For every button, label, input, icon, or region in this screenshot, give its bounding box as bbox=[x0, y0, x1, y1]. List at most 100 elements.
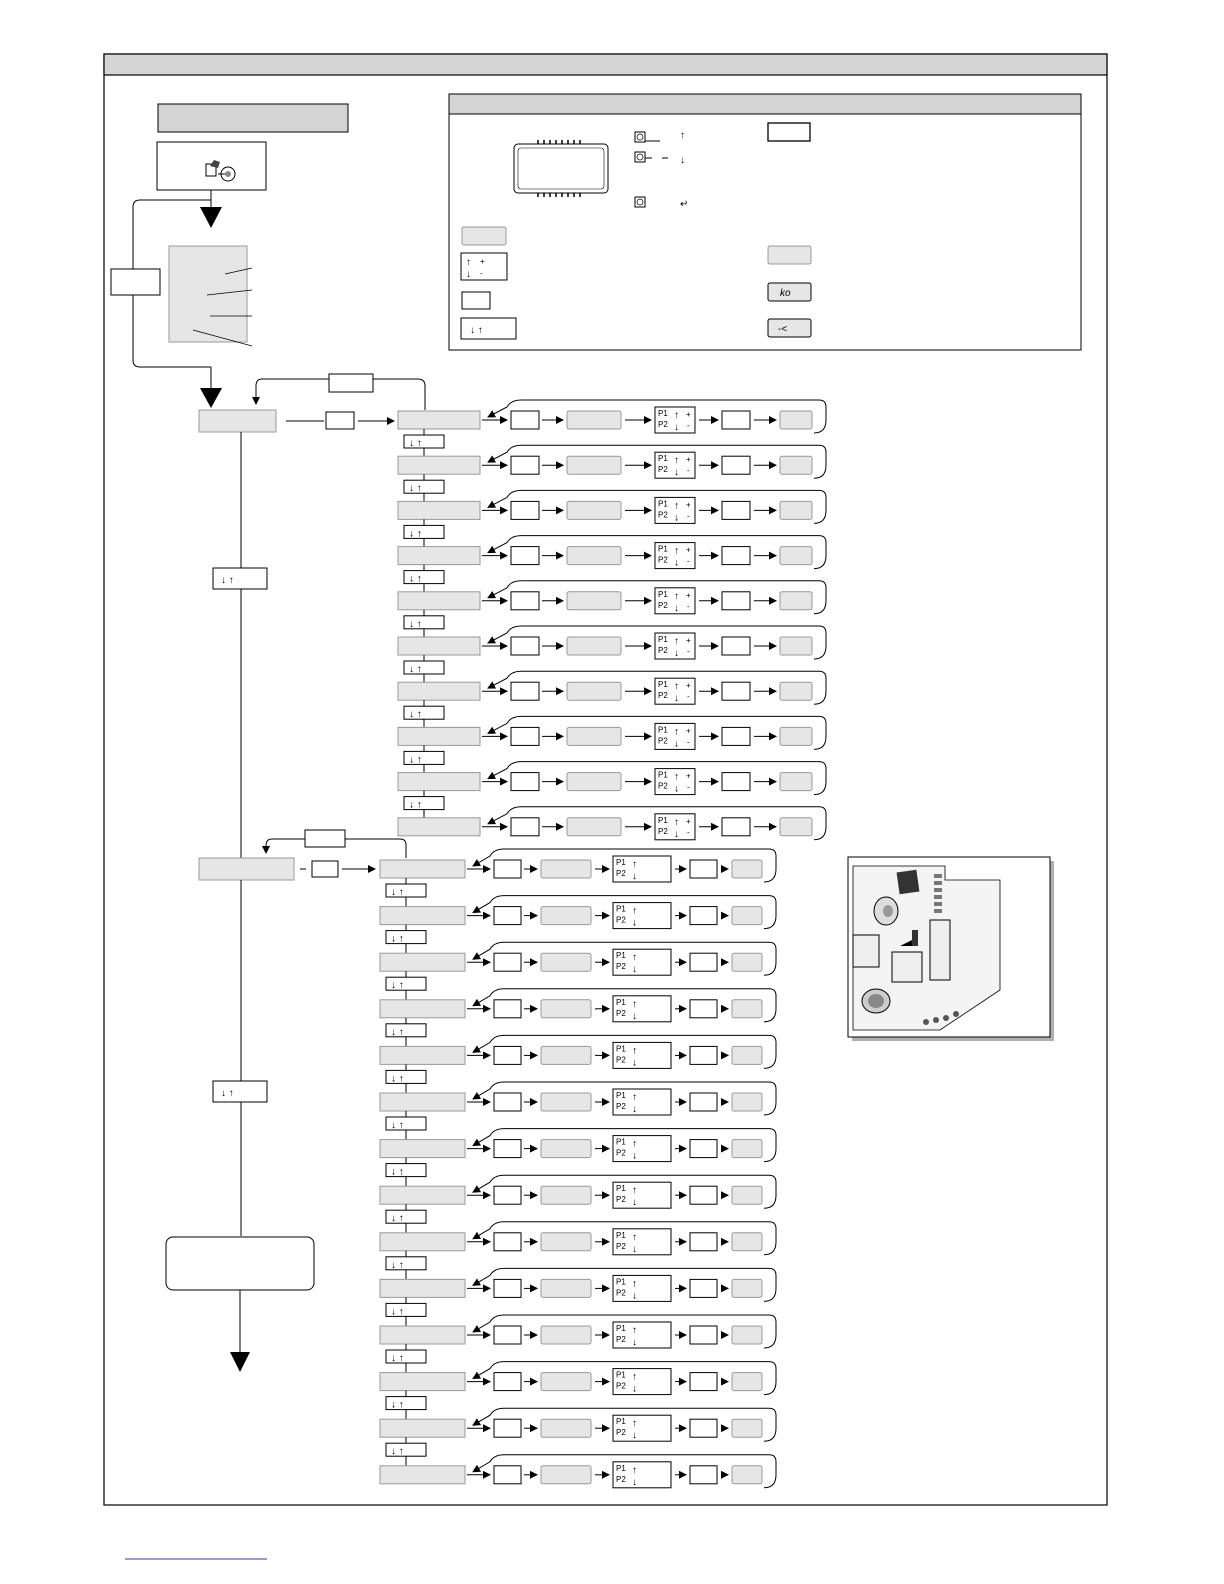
nav-arrows-box bbox=[385, 1163, 427, 1178]
minus-sign: - bbox=[687, 602, 690, 611]
p1-label: P1 bbox=[616, 1464, 626, 1473]
p1-p2-adjust-box bbox=[654, 768, 696, 796]
value-display-box bbox=[566, 817, 622, 837]
key-box bbox=[510, 726, 540, 746]
loop-return-arrow bbox=[487, 806, 827, 841]
value-display-box bbox=[540, 906, 592, 926]
value-display-box bbox=[566, 636, 622, 656]
nav-arrows-box bbox=[403, 524, 445, 539]
p1-label: P1 bbox=[616, 951, 626, 960]
nav-arrows-label: ↓ ↑ bbox=[391, 1400, 404, 1411]
value-display-box bbox=[540, 999, 592, 1019]
p1-p2-adjust-box bbox=[612, 1181, 672, 1209]
key-box bbox=[493, 1139, 522, 1159]
nav-arrows-box bbox=[385, 1023, 427, 1038]
loop-return-arrow bbox=[472, 1454, 777, 1489]
return-key-icon bbox=[767, 318, 812, 338]
p1-p2-adjust-box bbox=[612, 1368, 672, 1396]
minus-sign: - bbox=[687, 647, 690, 656]
lcd-display-icon bbox=[513, 140, 609, 197]
key-box bbox=[493, 952, 522, 972]
loop-return-arrow bbox=[487, 580, 827, 615]
key-box bbox=[510, 681, 540, 701]
key-box bbox=[510, 772, 540, 792]
up-arrow: ↑ bbox=[632, 999, 637, 1010]
nav-arrows-label: ↓ ↑ bbox=[391, 1073, 404, 1084]
up-arrow: ↑ bbox=[632, 1139, 637, 1150]
nav-arrows-label: ↓ ↑ bbox=[409, 664, 422, 675]
enter-arrow-label: ↵ bbox=[680, 199, 688, 210]
p1-label: P1 bbox=[616, 1091, 626, 1100]
value-display-box bbox=[540, 1185, 592, 1205]
up-arrow: ↑ bbox=[674, 410, 679, 421]
loop-return-arrow bbox=[472, 848, 777, 883]
plus-sign: + bbox=[686, 591, 691, 600]
p1-p2-adjust-box bbox=[612, 1228, 672, 1256]
nav-arrows-label: ↓ ↑ bbox=[391, 1167, 404, 1178]
menu-item-box bbox=[379, 1139, 466, 1159]
value-display-box bbox=[540, 1418, 592, 1438]
down-arrow: ↓ bbox=[632, 1011, 637, 1022]
p1-p2-adjust-box bbox=[612, 1321, 672, 1349]
key-box bbox=[493, 906, 522, 926]
down-arrow: ↓ bbox=[632, 1244, 637, 1255]
plus-sign: + bbox=[686, 546, 691, 555]
menu-item-box bbox=[379, 1092, 466, 1112]
p1-label: P1 bbox=[658, 409, 668, 418]
nav-arrows-box bbox=[385, 930, 427, 945]
key-box bbox=[689, 859, 718, 879]
value-display-box bbox=[540, 952, 592, 972]
up-arrow: ↑ bbox=[674, 772, 679, 783]
p1-label: P1 bbox=[658, 725, 668, 734]
menu-item-box bbox=[379, 1278, 466, 1298]
loop-return-arrow bbox=[472, 1314, 777, 1349]
button-icon bbox=[634, 131, 646, 143]
confirm-key-box bbox=[731, 999, 763, 1019]
nav-arrows-label: ↓ ↑ bbox=[409, 800, 422, 811]
key-box bbox=[721, 591, 751, 611]
p1-label: P1 bbox=[658, 499, 668, 508]
key-box bbox=[493, 1232, 522, 1252]
menu-item-box bbox=[397, 772, 481, 792]
loop-return-arrow bbox=[487, 399, 827, 434]
menu-item-box bbox=[379, 906, 466, 926]
up-arrow: ↑ bbox=[632, 906, 637, 917]
confirm-key-box bbox=[731, 1418, 763, 1438]
p1-p2-adjust-box bbox=[654, 587, 696, 615]
p1-label: P1 bbox=[616, 1231, 626, 1240]
confirm-key-box bbox=[779, 591, 813, 611]
key-box bbox=[689, 1372, 718, 1392]
nav-arrows-label: ↓ ↑ bbox=[391, 1353, 404, 1364]
group2-nav-label: ↓ ↑ bbox=[221, 1088, 234, 1099]
up-arrow: ↑ bbox=[632, 1232, 637, 1243]
nav-arrows-box bbox=[385, 1116, 427, 1131]
leader-line-4 bbox=[192, 329, 253, 347]
legend-plusminus-box bbox=[460, 252, 508, 281]
loop-return-arrow bbox=[472, 1361, 777, 1396]
value-display-box bbox=[540, 1232, 592, 1252]
p1-p2-adjust-box bbox=[612, 995, 672, 1023]
confirm-key-box bbox=[731, 1372, 763, 1392]
confirm-key-box bbox=[779, 772, 813, 792]
key-box bbox=[510, 636, 540, 656]
key-box bbox=[493, 1185, 522, 1205]
key-box bbox=[721, 455, 751, 475]
section-title-box bbox=[157, 103, 349, 133]
key-box bbox=[493, 1465, 522, 1485]
nav-arrows-label: ↓ ↑ bbox=[409, 754, 422, 765]
loop-return-arrow bbox=[487, 715, 827, 750]
confirm-key-box bbox=[731, 906, 763, 926]
p2-label: P2 bbox=[616, 1242, 626, 1251]
down-arrow: ↓ bbox=[632, 1430, 637, 1441]
key-box bbox=[689, 1325, 718, 1345]
value-display-box bbox=[566, 681, 622, 701]
p2-label: P2 bbox=[658, 646, 668, 655]
